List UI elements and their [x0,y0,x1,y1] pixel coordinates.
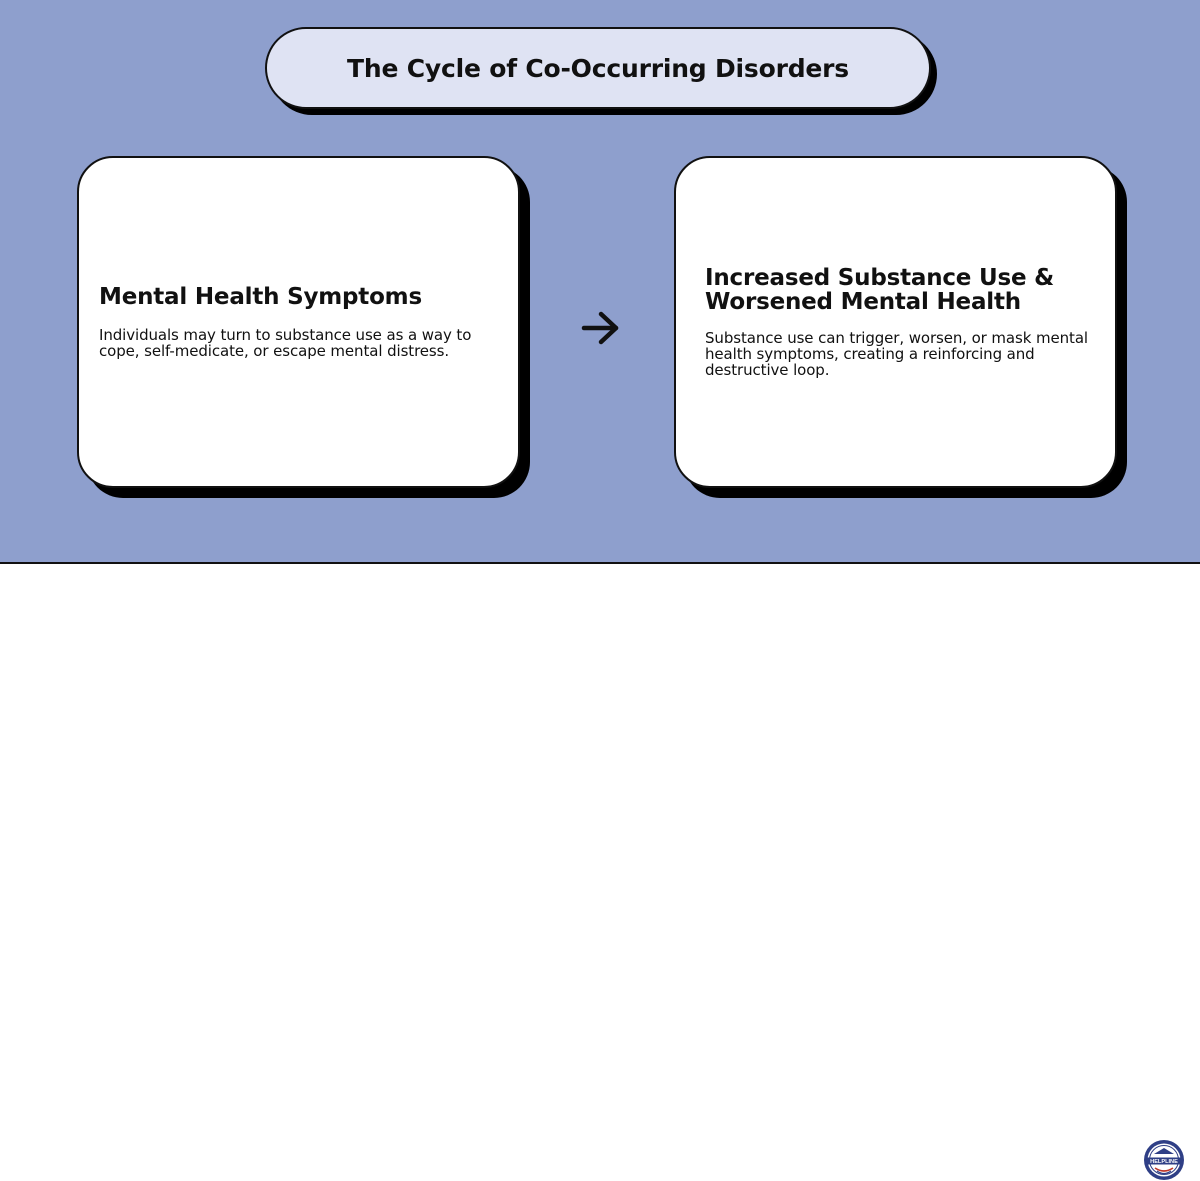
badge-text: HELPLINE [1150,1159,1178,1165]
diagram-background: The Cycle of Co-Occurring Disorders Ment… [0,0,1200,562]
arrow-right-icon-graphic [581,311,619,345]
title-pill: The Cycle of Co-Occurring Disorders [265,27,931,109]
arrow-right-icon [576,306,624,350]
footer-bar: HELPLINE [0,562,1200,1180]
card-body: Individuals may turn to substance use as… [99,326,472,360]
helpline-badge-icon: HELPLINE [1144,1140,1184,1180]
card-heading: Mental Health Symptoms [99,284,422,310]
card-increased-substance-use: Increased Substance Use & Worsened Menta… [674,156,1117,488]
card-heading: Increased Substance Use & Worsened Menta… [705,266,1091,314]
diagram-title: The Cycle of Co-Occurring Disorders [347,53,849,83]
card-heading-line-2: Worsened Mental Health [705,289,1021,315]
card-mental-health-symptoms: Mental Health Symptoms Individuals may t… [77,156,520,488]
card-heading-line-1: Increased Substance Use & [705,265,1055,291]
card-body: Substance use can trigger, worsen, or ma… [705,329,1088,379]
